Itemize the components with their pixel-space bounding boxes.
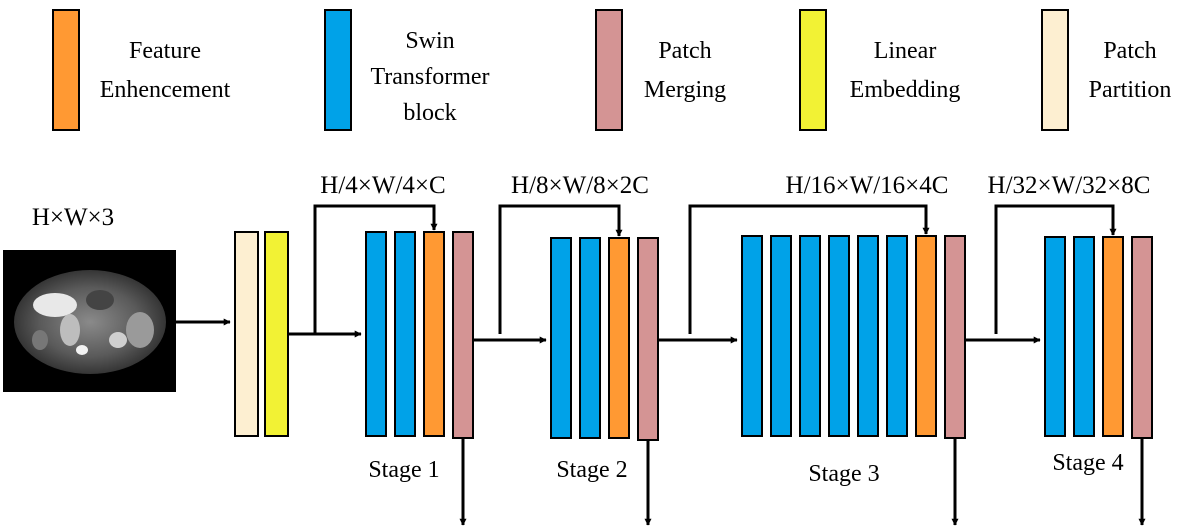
stage-1: H/4×W/4×C Stage 1 <box>320 172 474 483</box>
swin-transformer-block <box>828 235 850 437</box>
pre-stage-blocks <box>234 231 289 437</box>
swin-transformer-block <box>579 237 601 439</box>
feature-enhancement-block <box>915 235 937 437</box>
patch-merging-block <box>1131 236 1153 439</box>
legend-label-line: Linear <box>874 38 937 64</box>
stage-label: Stage 2 <box>556 457 627 483</box>
feature-enhancement-block <box>423 231 445 437</box>
stage-4: H/32×W/32×8C Stage 4 <box>988 172 1153 476</box>
stage-dims-label: H/16×W/16×4C <box>786 172 949 199</box>
mri-scan-image <box>3 250 176 392</box>
skip-connection-arrow <box>498 204 623 334</box>
swin-transformer-block <box>1044 236 1066 437</box>
patch-merging-block <box>452 231 474 439</box>
legend-swatch-patch-partition <box>1041 9 1069 131</box>
legend-label-line: Swin <box>405 28 454 54</box>
legend-label-line: Embedding <box>850 77 961 103</box>
patch-partition-block <box>234 231 259 437</box>
swin-transformer-block <box>886 235 908 437</box>
stage-3: H/16×W/16×4C Stage 3 <box>741 172 966 487</box>
stage-label: Stage 3 <box>808 461 879 487</box>
feature-enhancement-block <box>1102 236 1124 437</box>
legend-label-line: Merging <box>644 77 726 103</box>
linear-embedding-block <box>264 231 289 437</box>
legend-label-line: Enhencement <box>100 77 231 103</box>
stages: H/4×W/4×C Stage 1 H/8×W/8×2C Stage 2 H/16×W/… <box>320 172 1153 487</box>
swin-transformer-block <box>550 237 572 439</box>
skip-connection-arrow <box>994 204 1117 334</box>
legend-swatch-swin-block <box>324 9 352 131</box>
legend-swatch-linear-embedding <box>799 9 827 131</box>
stage-dims-label: H/4×W/4×C <box>320 172 445 199</box>
legend-label-line: Patch <box>1103 38 1156 64</box>
input-dims-label: H×W×3 <box>32 204 114 231</box>
swin-transformer-block <box>799 235 821 437</box>
swin-transformer-block <box>741 235 763 437</box>
patch-merging-block <box>637 237 659 441</box>
legend-label-line: Partition <box>1089 77 1172 103</box>
legend-label-line: Transformer <box>370 64 489 90</box>
legend-label-line: Patch <box>658 38 711 64</box>
stage-dims-label: H/32×W/32×8C <box>988 172 1151 199</box>
legend-swatch-feature-enhancement <box>52 9 80 131</box>
stage-dims-label: H/8×W/8×2C <box>511 172 649 199</box>
swin-transformer-block <box>365 231 387 437</box>
legend-swatch-patch-merging <box>595 9 623 131</box>
legend-label-line: Feature <box>129 38 201 64</box>
legend-label-line: block <box>403 100 456 126</box>
skip-connection-arrow <box>688 204 930 334</box>
input-group: H×W×3 <box>3 204 176 392</box>
swin-transformer-block <box>1073 236 1095 437</box>
stage-label: Stage 4 <box>1052 450 1123 476</box>
stage-2: H/8×W/8×2C Stage 2 <box>511 172 659 483</box>
skip-connection-arrow <box>313 204 438 334</box>
stage-label: Stage 1 <box>368 457 439 483</box>
connectors <box>176 204 1146 526</box>
swin-transformer-block <box>857 235 879 437</box>
swin-transformer-block <box>394 231 416 437</box>
patch-merging-block <box>944 235 966 439</box>
feature-enhancement-block <box>608 237 630 439</box>
swin-transformer-block <box>770 235 792 437</box>
